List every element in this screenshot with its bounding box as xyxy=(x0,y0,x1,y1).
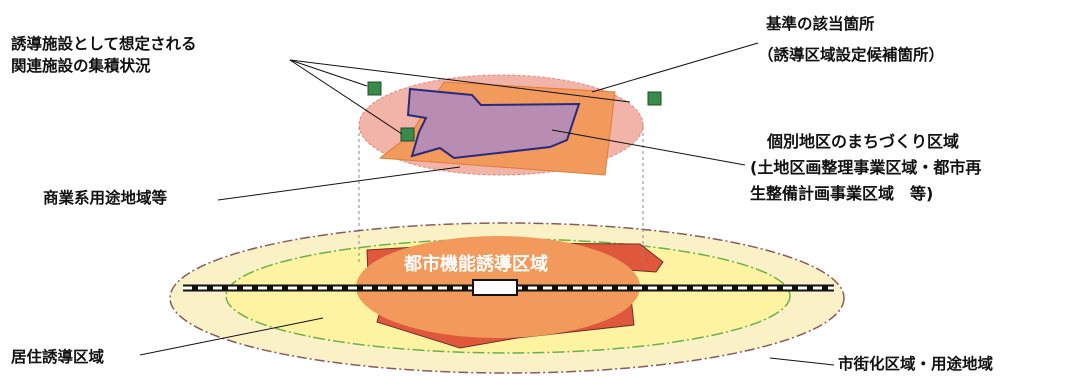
leader-line-district xyxy=(551,129,746,166)
leader-line-commercial xyxy=(217,166,461,201)
district-label: 個別地区のまちづくり区域 (土地区画整理事業区域・都市再 生整備計画事業区域 等… xyxy=(750,129,981,207)
facilities-label: 誘導施設として想定される 関連施設の集積状況 xyxy=(11,33,197,77)
residential-label: 居住誘導区域 xyxy=(11,348,105,366)
individual-district-polygon xyxy=(406,87,581,160)
target-label-line1: 基準の該当箇所 xyxy=(766,15,875,33)
station-icon xyxy=(472,279,518,296)
target-label: 基準の該当箇所 （誘導区域設定候補箇所） xyxy=(758,13,944,66)
facility-marker xyxy=(400,127,415,142)
facility-marker xyxy=(647,91,662,106)
district-label-line3: 生整備計画事業区域 等) xyxy=(750,184,934,203)
urban-function-label: 都市機能誘導区域 xyxy=(404,254,548,275)
leader-line-urbanization xyxy=(769,357,835,366)
leader-line-target xyxy=(591,42,759,93)
district-label-line1: 個別地区のまちづくり区域 xyxy=(767,132,960,151)
facility-marker xyxy=(367,81,382,96)
leader-lines xyxy=(139,42,835,366)
facilities-label-line2: 関連施設の集積状況 xyxy=(11,57,151,75)
urbanization-label: 市街化区域・用途地域 xyxy=(838,355,994,373)
leader-line-facilities xyxy=(289,59,403,135)
facilities-label-line1: 誘導施設として想定される xyxy=(11,35,197,53)
leader-line-facilities xyxy=(289,59,368,87)
commercial-label: 商業系用途地域等 xyxy=(43,189,168,207)
district-label-line2: (土地区画整理事業区域・都市再 xyxy=(750,158,982,177)
leader-line-facilities xyxy=(289,59,631,103)
target-label-line2: （誘導区域設定候補箇所） xyxy=(758,46,945,64)
leader-line-residential xyxy=(139,317,324,356)
